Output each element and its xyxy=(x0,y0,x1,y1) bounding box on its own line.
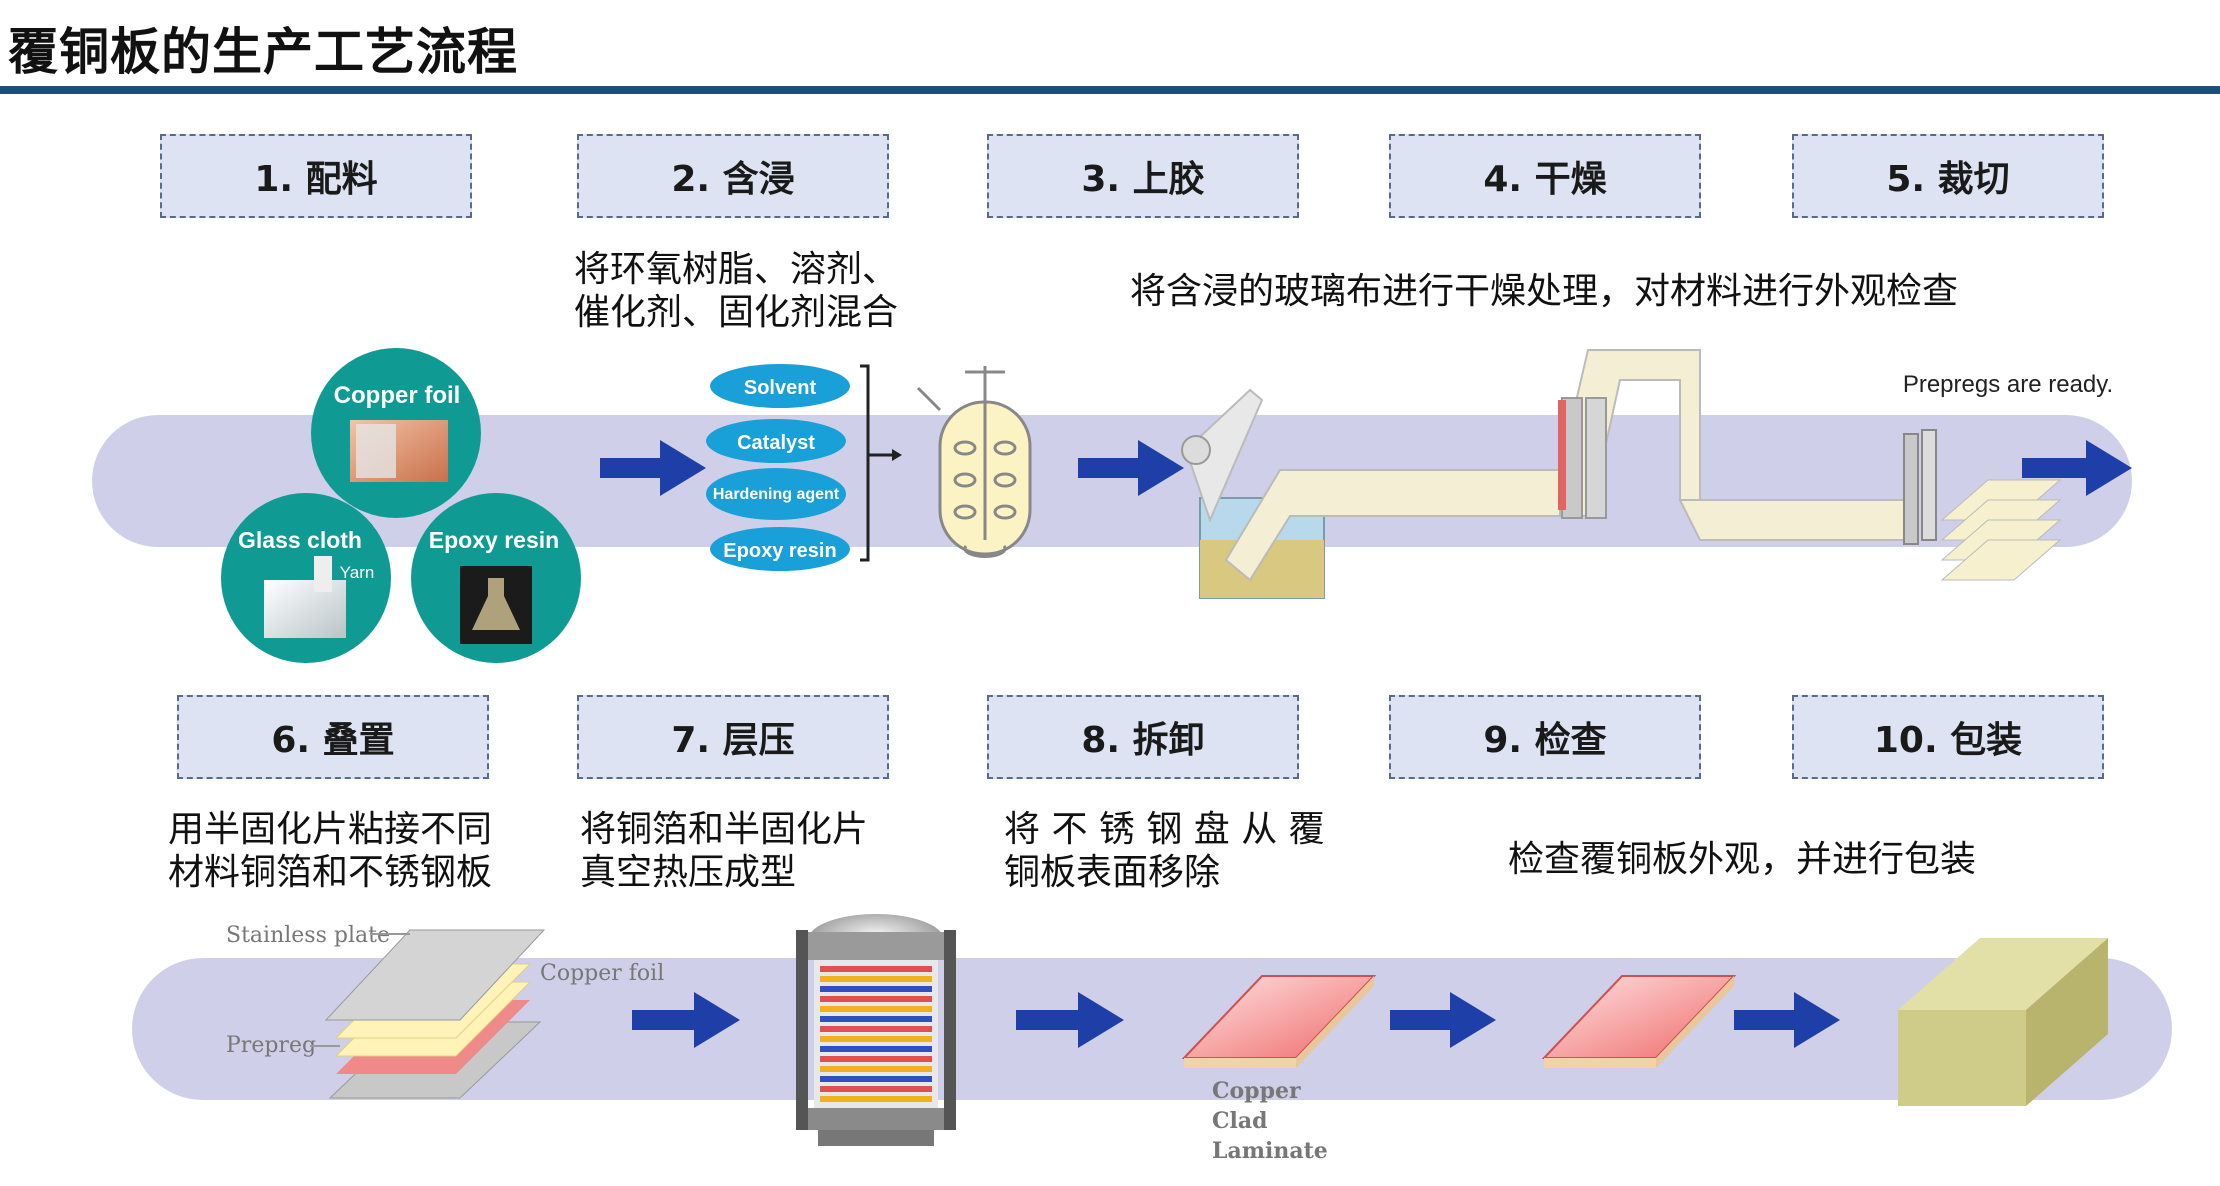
epoxy-resin-label: Epoxy resin xyxy=(429,527,559,553)
press-desc-line1: 将铜箔和半固化片 xyxy=(580,809,869,850)
stack-desc-line2: 材料铜箔和不锈钢板 xyxy=(168,852,493,893)
copper-foil-circle: Copper foil xyxy=(311,348,481,518)
remove-desc-line1: 将 不 锈 钢 盘 从 覆 xyxy=(1004,809,1325,850)
ingredient-epoxy-resin xyxy=(710,527,850,571)
arrow-3 xyxy=(2022,440,2132,496)
step-5-box: 5. 裁切 xyxy=(1792,134,2104,218)
svg-text:Catalyst: Catalyst xyxy=(737,432,815,454)
glass-cloth-label: Glass cloth xyxy=(238,527,362,553)
ccl-board-2 xyxy=(1541,975,1737,1068)
impregnate-desc-line2: 催化剂、固化剂混合 xyxy=(574,292,899,333)
remove-desc: 将 不 锈 钢 盘 从 覆 铜板表面移除 xyxy=(1004,808,1325,894)
pack-desc: 检查覆铜板外观，并进行包装 xyxy=(1508,839,1977,880)
remove-desc-line2: 铜板表面移除 xyxy=(1004,852,1221,893)
step-3-box: 3. 上胶 xyxy=(987,134,1299,218)
step-7-box: 7. 层压 xyxy=(577,695,889,779)
ingredients-group: Solvent Catalyst Hardening agent Epoxy r… xyxy=(706,364,902,571)
arrow-1 xyxy=(600,440,706,496)
svg-text:Epoxy resin: Epoxy resin xyxy=(723,540,836,562)
stainless-plate-label: Stainless plate xyxy=(226,923,390,948)
coating-drying-line: Prepregs are ready. xyxy=(1181,349,2113,599)
arrow-6 xyxy=(1390,992,1496,1048)
yarn-label: Yarn xyxy=(340,563,375,582)
package-box xyxy=(1898,938,2108,1106)
ccl-label-line3: Laminate xyxy=(1212,1138,1328,1164)
page-title: 覆铜板的生产工艺流程 xyxy=(8,23,518,81)
press-desc: 将铜箔和半固化片 真空热压成型 xyxy=(580,808,868,894)
impregnate-desc: 将环氧树脂、溶剂、 催化剂、固化剂混合 xyxy=(574,248,898,334)
prepreg-label: Prepreg xyxy=(226,1033,316,1058)
ingredient-catalyst xyxy=(706,419,846,463)
prepreg-stack xyxy=(1940,479,2062,581)
copper-foil-stack-label: Copper foil xyxy=(540,961,664,986)
svg-text:Hardening agent: Hardening agent xyxy=(713,486,840,503)
press-desc-line2: 真空热压成型 xyxy=(580,852,797,893)
arrow-7 xyxy=(1734,992,1840,1048)
copper-foil-label: Copper foil xyxy=(334,382,461,409)
impregnate-desc-line1: 将环氧树脂、溶剂、 xyxy=(574,249,899,290)
stack-desc-line1: 用半固化片粘接不同 xyxy=(168,809,493,850)
flow-arrows-row2 xyxy=(632,992,1840,1048)
vacuum-press xyxy=(796,914,956,1146)
arrow-5 xyxy=(1016,992,1124,1048)
step-4-box: 4. 干燥 xyxy=(1389,134,1701,218)
ccl-label-line1: Copper xyxy=(1212,1078,1301,1104)
stack-desc: 用半固化片粘接不同 材料铜箔和不锈钢板 xyxy=(168,808,492,894)
epoxy-resin-circle: Epoxy resin xyxy=(411,493,581,663)
ingredient-solvent xyxy=(710,364,850,408)
ccl-label-line2: Clad xyxy=(1212,1108,1268,1134)
ingredient-hardening-agent xyxy=(706,468,846,520)
ccl-board-1: Copper Clad Laminate xyxy=(1181,975,1377,1164)
step-1-box: 1. 配料 xyxy=(160,134,472,218)
layer-stack: Stainless plate Copper foil Prepreg xyxy=(226,923,664,1099)
title-divider xyxy=(0,86,2220,94)
svg-text:Solvent: Solvent xyxy=(744,377,817,399)
step-6-box: 6. 叠置 xyxy=(177,695,489,779)
flow-arrows-row1 xyxy=(600,440,2132,496)
mixing-tank xyxy=(916,366,1032,558)
drying-desc: 将含浸的玻璃布进行干燥处理，对材料进行外观检查 xyxy=(1130,271,1959,312)
step-9-box: 9. 检查 xyxy=(1389,695,1701,779)
arrow-2 xyxy=(1078,440,1184,496)
glass-cloth-circle: Glass cloth Yarn xyxy=(221,493,391,663)
arrow-4 xyxy=(632,992,740,1048)
prepregs-ready-label: Prepregs are ready. xyxy=(1903,371,2113,398)
press-layers xyxy=(820,966,932,1102)
step-10-box: 10. 包装 xyxy=(1792,695,2104,779)
step-8-box: 8. 拆卸 xyxy=(987,695,1299,779)
step-2-box: 2. 含浸 xyxy=(577,134,889,218)
